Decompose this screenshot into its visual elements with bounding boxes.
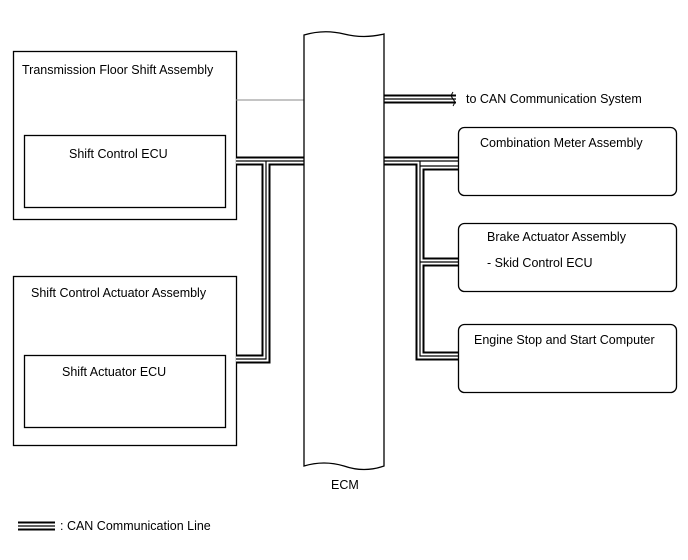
- shift-actuator-ecu-box: [23, 354, 227, 429]
- transmission-floor-shift-assembly-label: Transmission Floor Shift Assembly: [22, 63, 214, 77]
- ecm-box: [303, 31, 385, 471]
- engine-stop-start-computer-label: Engine Stop and Start Computer: [474, 333, 655, 347]
- legend-label: : CAN Communication Line: [60, 519, 211, 533]
- ecm-label: ECM: [331, 478, 359, 492]
- shift-actuator-ecu-label: Shift Actuator ECU: [62, 365, 167, 379]
- combination-meter-assembly-box: [457, 126, 678, 197]
- shift-control-ecu-box: [23, 134, 227, 209]
- shift-control-actuator-assembly-label: Shift Control Actuator Assembly: [31, 286, 207, 300]
- brake-actuator-assembly-box: [457, 222, 678, 293]
- right-can-bus: [384, 156, 458, 361]
- engine-stop-start-computer-box: [457, 323, 678, 394]
- can-system-break-mark: [451, 91, 455, 107]
- skid-control-ecu-label: - Skid Control ECU: [487, 256, 593, 270]
- can-communication-system-label: to CAN Communication System: [466, 92, 642, 106]
- shift-control-ecu-label: Shift Control ECU: [69, 147, 168, 161]
- left-can-bus: [236, 156, 304, 364]
- brake-actuator-assembly-label: Brake Actuator Assembly: [487, 230, 626, 244]
- combination-meter-assembly-label: Combination Meter Assembly: [480, 136, 643, 150]
